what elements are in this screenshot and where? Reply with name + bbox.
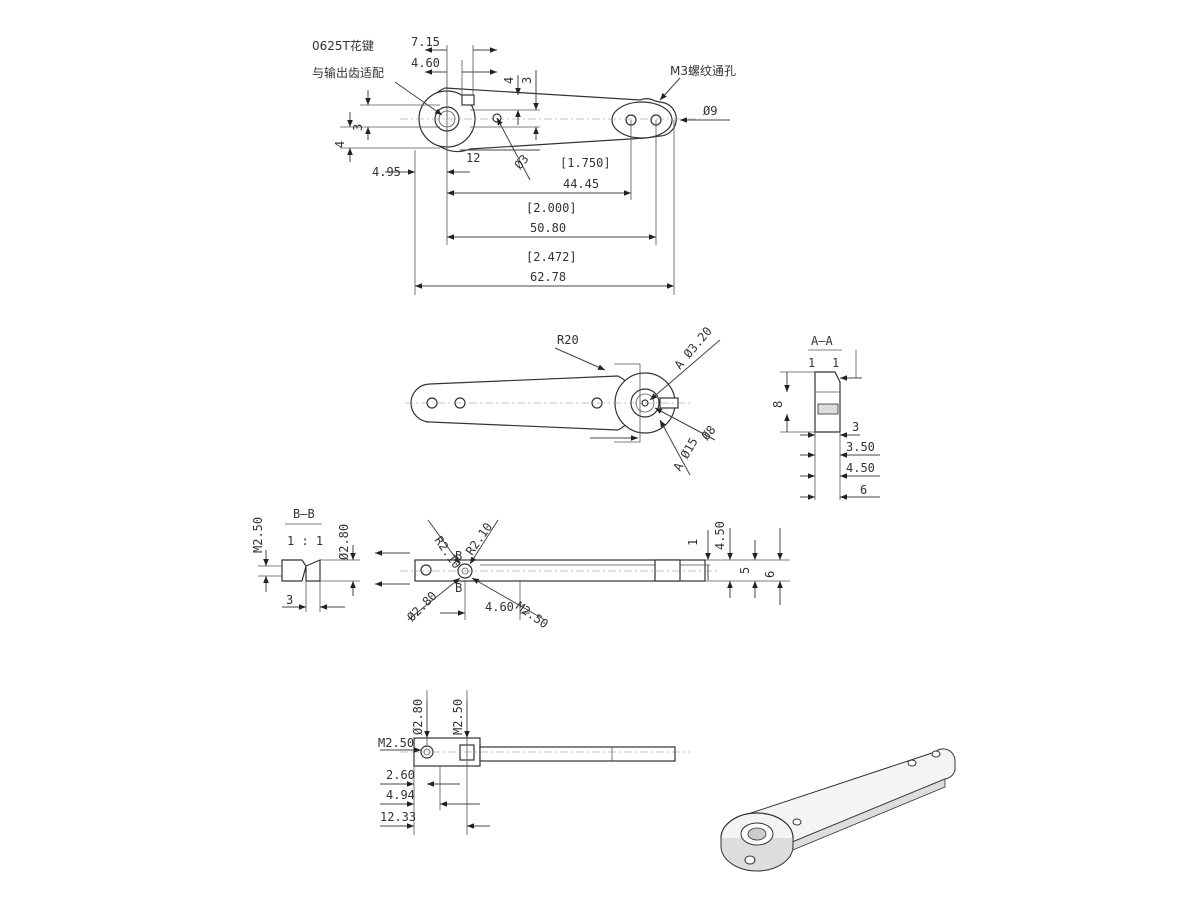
m3-thread-note: M3螺纹通孔 — [670, 64, 736, 78]
dim-4-left: 4 — [333, 141, 347, 148]
section-a-a: A—A 1 1 8 3 3.50 4 — [771, 334, 880, 500]
dim-3-top: 3 — [520, 77, 534, 84]
dim-7-15: 7.15 — [411, 35, 440, 49]
bottom-view: Ø2.80 M2.50 M2.50 2.60 4.94 12.33 — [378, 690, 690, 835]
spline-note-line2: 与输出齿适配 — [312, 65, 384, 80]
dim-aa-1b: 1 — [832, 356, 839, 370]
section-b-b-scale: 1 : 1 — [287, 534, 323, 548]
dim-aa-3: 3 — [852, 420, 859, 434]
dim-2472-inch: [2.472] — [526, 250, 577, 264]
dim-bottom-12-33: 12.33 — [380, 810, 416, 824]
dim-12: 12 — [466, 151, 480, 165]
dim-1750-inch: [1.750] — [560, 156, 611, 170]
dim-dia8: Ø8 — [699, 423, 719, 443]
section-b-b-title: B—B — [293, 507, 315, 521]
section-mark-b-bottom: B — [455, 581, 462, 595]
section-a-a-dimension-lines — [780, 350, 880, 500]
side-view-dimension-lines — [375, 519, 790, 621]
dim-bottom-m2-50-horizontal: M2.50 — [378, 736, 414, 750]
top-view: 0625T花键 与输出齿适配 M3螺纹通孔 7.15 4.60 4 3 3 4 … — [312, 35, 736, 295]
dim-aa-3-50: 3.50 — [846, 440, 875, 454]
dim-r20: R20 — [557, 333, 579, 347]
dim-side-dia2-80: Ø2.80 — [404, 589, 439, 624]
dim-dia3: Ø3 — [512, 152, 532, 172]
section-mark-b-top: B — [455, 549, 462, 563]
top-view-dimension-lines — [347, 47, 730, 289]
dim-aa-4-50: 4.50 — [846, 461, 875, 475]
dim-aa-8: 8 — [771, 401, 785, 408]
dim-bottom-m2-50-vertical: M2.50 — [451, 699, 465, 735]
bottom-view-dimension-lines — [380, 690, 490, 835]
isometric-view — [720, 748, 956, 872]
spline-note-line1: 0625T花键 — [312, 38, 374, 53]
section-b-b-dimension-lines — [258, 545, 360, 612]
side-view: R2.10 R2.10 B B Ø2.80 4.60 M2.50 1 4.50 … — [375, 519, 790, 631]
dim-62-78: 62.78 — [530, 270, 566, 284]
front-view: R20 A Ø3.20 Ø8 A Ø15 — [405, 324, 721, 476]
dim-4-95: 4.95 — [372, 165, 401, 179]
dim-side-5: 5 — [738, 567, 752, 574]
dim-aa-6: 6 — [860, 483, 867, 497]
dim-dia9: Ø9 — [703, 104, 717, 118]
section-a-a-title: A—A — [811, 334, 833, 348]
dim-side-r2-10b: R2.10 — [463, 520, 495, 558]
dim-side-4-60: 4.60 — [485, 600, 514, 614]
dim-bottom-dia2-80: Ø2.80 — [411, 699, 425, 735]
dim-side-1: 1 — [686, 539, 700, 546]
dim-bb-dia2-80: Ø2.80 — [337, 524, 351, 560]
top-view-arm-outline — [400, 80, 700, 160]
dim-side-4-50: 4.50 — [713, 521, 727, 550]
dim-side-m2-50: M2.50 — [513, 599, 551, 631]
dim-4-top: 4 — [502, 77, 516, 84]
dim-44-45: 44.45 — [563, 177, 599, 191]
dim-50-80: 50.80 — [530, 221, 566, 235]
section-b-b: B—B 1 : 1 M2.50 Ø2.80 3 — [251, 507, 360, 612]
dim-a-dia15: A Ø15 — [670, 435, 700, 473]
front-view-dimension-lines — [554, 339, 721, 476]
dim-4-60: 4.60 — [411, 56, 440, 70]
dim-3-left: 3 — [351, 124, 365, 131]
dim-aa-1a: 1 — [808, 356, 815, 370]
bottom-view-arm-outline — [400, 737, 690, 767]
dim-bb-3: 3 — [286, 593, 293, 607]
dim-bottom-4-94: 4.94 — [386, 788, 415, 802]
dim-bb-m2-50: M2.50 — [251, 517, 265, 553]
front-view-arm-outline — [405, 363, 690, 443]
dim-2000-inch: [2.000] — [526, 201, 577, 215]
top-view-extension-lines — [340, 45, 675, 295]
dim-side-6: 6 — [763, 571, 777, 578]
section-a-a-profile — [814, 371, 841, 433]
section-b-b-profile — [281, 559, 321, 582]
side-view-arm-outline — [400, 559, 720, 582]
dim-bottom-2-60: 2.60 — [386, 768, 415, 782]
dim-a-dia3-20: A Ø3.20 — [672, 324, 715, 372]
